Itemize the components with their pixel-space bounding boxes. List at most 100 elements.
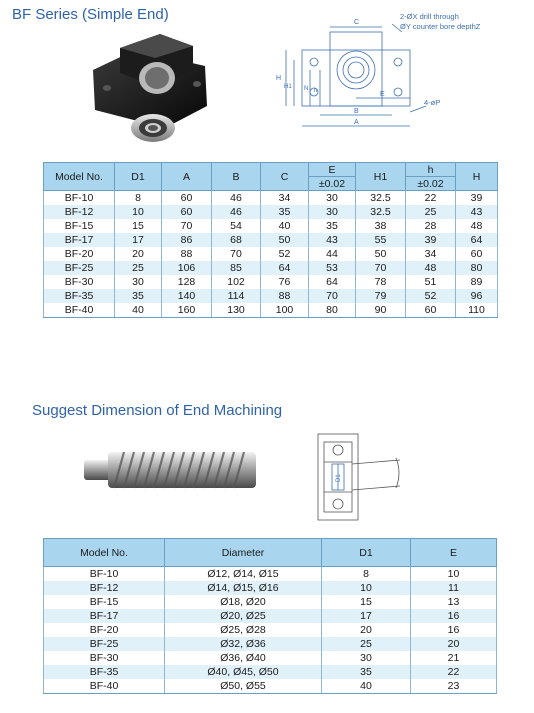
table-cell: 44	[308, 247, 356, 261]
table-cell: BF-30	[43, 275, 115, 289]
table-cell: 64	[260, 261, 309, 275]
table-cell: BF-35	[43, 289, 115, 303]
table-cell: 70	[355, 261, 406, 275]
table-cell: 35	[260, 205, 309, 219]
table-cell: 90	[355, 303, 406, 318]
dim-hh-label: h	[314, 88, 317, 94]
table-cell: Ø50, Ø55	[164, 679, 322, 694]
end-machining-drawing: D1	[317, 433, 401, 521]
col-model: Model No.	[43, 538, 165, 567]
section-title-end-machining: Suggest Dimension of End Machining	[32, 402, 283, 419]
table-cell: 88	[161, 247, 212, 261]
bf-dimensions-table: Model No. D1 A B C E H1 h H ±0.02 ±0.02 …	[43, 162, 498, 318]
table-cell: 30	[308, 190, 356, 205]
table-cell: BF-35	[43, 665, 165, 679]
table-cell: 130	[211, 303, 261, 318]
dim-c-label: C	[354, 19, 359, 26]
table-cell: 10	[321, 581, 411, 595]
col-c: C	[260, 162, 309, 191]
col-d1: D1	[114, 162, 162, 191]
table-cell: 114	[211, 289, 261, 303]
table-cell: 96	[455, 289, 498, 303]
table-cell: 52	[405, 289, 456, 303]
table-cell: 55	[355, 233, 406, 247]
table-cell: 70	[211, 247, 261, 261]
dim-b-label: B	[354, 108, 359, 115]
ball-screw-end-photo	[84, 451, 256, 489]
table-cell: Ø36, Ø40	[164, 651, 322, 665]
table-cell: 54	[211, 219, 261, 233]
col-h1: H1	[355, 162, 406, 191]
col-e: E	[308, 162, 356, 177]
table-cell: 102	[211, 275, 261, 289]
table-cell: Ø40, Ø45, Ø50	[164, 665, 322, 679]
table-cell: BF-20	[43, 247, 115, 261]
table-cell: 25	[114, 261, 162, 275]
col-hh: h	[405, 162, 456, 177]
table-cell: 86	[161, 233, 212, 247]
table-cell: 106	[161, 261, 212, 275]
col-e: E	[410, 538, 497, 567]
table-cell: 35	[321, 665, 411, 679]
col-model: Model No.	[43, 162, 115, 191]
table-cell: 128	[161, 275, 212, 289]
table-cell: 17	[321, 609, 411, 623]
table-cell: 13	[410, 595, 497, 609]
dim-h1-label: H1	[284, 84, 292, 90]
table-cell: 22	[410, 665, 497, 679]
table-cell: 85	[211, 261, 261, 275]
col-h: H	[455, 162, 498, 191]
table-cell: Ø12, Ø14, Ø15	[164, 566, 322, 581]
dim-a-label: A	[354, 119, 359, 126]
table-cell: Ø32, Ø36	[164, 637, 322, 651]
table-cell: BF-15	[43, 219, 115, 233]
table-cell: 43	[455, 205, 498, 219]
table-cell: 48	[455, 219, 498, 233]
table-cell: 70	[308, 289, 356, 303]
table-cell: 32.5	[355, 190, 406, 205]
table-cell: 53	[308, 261, 356, 275]
table-cell: 8	[321, 566, 411, 581]
table-cell: 50	[260, 233, 309, 247]
table-cell: 30	[308, 205, 356, 219]
table-cell: 48	[405, 261, 456, 275]
table-cell: 70	[161, 219, 212, 233]
table-cell: BF-10	[43, 566, 165, 581]
table-cell: 39	[405, 233, 456, 247]
drill-note: 2-ØX drill through	[400, 12, 459, 21]
table-cell: 39	[455, 190, 498, 205]
table-cell: 30	[114, 275, 162, 289]
table-cell: 78	[355, 275, 406, 289]
table-cell: 20	[321, 623, 411, 637]
col-a: A	[161, 162, 212, 191]
table-cell: Ø20, Ø25	[164, 609, 322, 623]
table-cell: 43	[308, 233, 356, 247]
table-cell: 15	[321, 595, 411, 609]
table-cell: 50	[355, 247, 406, 261]
table-cell: 25	[321, 637, 411, 651]
table-cell: 64	[308, 275, 356, 289]
dim-e-label: E	[380, 91, 385, 98]
section-title-bf-series: BF Series (Simple End)	[12, 6, 169, 23]
table-cell: 76	[260, 275, 309, 289]
table-cell: 40	[260, 219, 309, 233]
table-cell: BF-30	[43, 651, 165, 665]
table-cell: BF-20	[43, 623, 165, 637]
table-cell: 28	[405, 219, 456, 233]
d1-drawing-label: D1	[336, 474, 342, 482]
table-cell: 10	[410, 566, 497, 581]
table-cell: 60	[455, 247, 498, 261]
